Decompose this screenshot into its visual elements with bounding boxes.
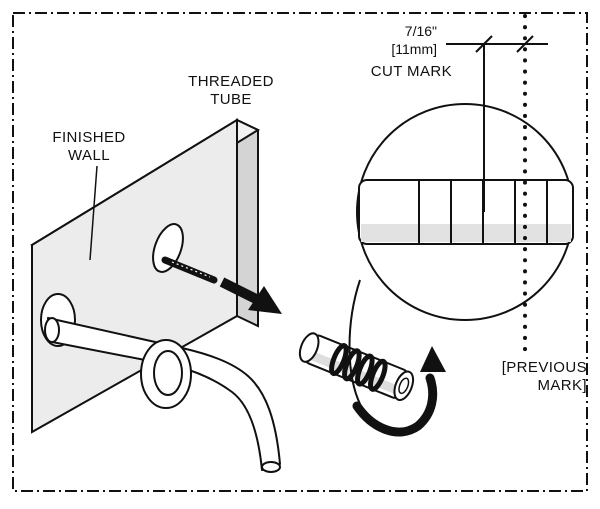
- threaded-tube-label: THREADED TUBE: [188, 73, 274, 108]
- finished-wall-leader: [89, 165, 98, 261]
- svg-text:[11mm]: [11mm]: [391, 41, 437, 57]
- svg-text:[PREVIOUS: [PREVIOUS: [502, 359, 587, 376]
- escutcheon-flange: [140, 339, 192, 409]
- wall-hole-upper: [152, 223, 184, 273]
- svg-text:WALL: WALL: [68, 147, 110, 164]
- magnified-tube: [358, 179, 574, 245]
- svg-text:THREADED: THREADED: [188, 73, 274, 90]
- svg-text:MARK]: MARK]: [537, 377, 587, 394]
- svg-text:FINISHED: FINISHED: [52, 129, 125, 146]
- direction-arrow-icon: [219, 277, 282, 314]
- svg-text:CUT MARK: CUT MARK: [371, 63, 452, 80]
- finished-wall-panel: [30, 118, 261, 434]
- svg-text:TUBE: TUBE: [210, 91, 252, 108]
- cut-mark-label: 7/16" [11mm] CUT MARK: [371, 23, 452, 80]
- diagram-border: [12, 12, 588, 492]
- finished-wall-label: FINISHED WALL: [52, 129, 125, 164]
- previous-mark-label: [PREVIOUS MARK]: [502, 359, 587, 394]
- threaded-tube-detail: [298, 332, 415, 402]
- threaded-tube-in-wall: [161, 256, 218, 284]
- rotate-arrow-icon: [348, 279, 446, 437]
- dimension-line: [446, 35, 548, 53]
- svg-text:7/16": 7/16": [405, 23, 437, 39]
